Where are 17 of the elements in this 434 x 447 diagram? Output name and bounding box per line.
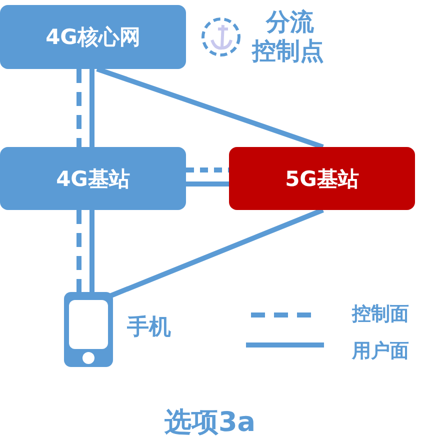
legend-label: 控制面 [352,302,409,327]
legend-label: 用户面 [352,339,409,364]
legend-label: 分流控制点 [252,8,325,66]
connector-line [76,210,82,292]
connector-line [76,69,82,147]
network-box: 4G核心网 [0,5,186,69]
node-caption: 手机 [127,314,171,342]
connector-line [90,69,94,147]
connector-line [186,168,229,172]
base-station-box: 4G基站 [0,147,186,210]
connector-line [109,208,324,298]
connector-line [186,182,229,186]
phone-icon [64,292,113,367]
connector-line [90,210,94,292]
base-station-box: 5G基站 [229,147,415,210]
caption: 选项3a [163,406,256,440]
connector-line [96,66,324,150]
